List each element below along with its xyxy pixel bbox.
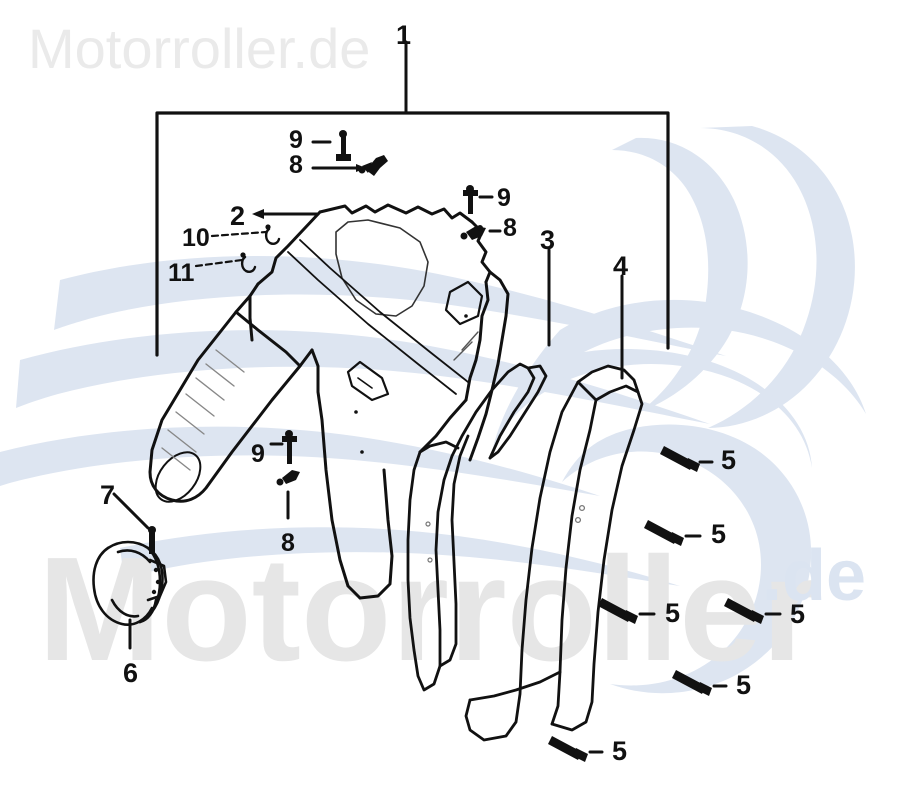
clip-10 [264, 224, 281, 245]
callout-number-5c: 5 [665, 598, 681, 628]
clip-8-lower [276, 470, 300, 486]
screw-5-d [724, 598, 764, 624]
callout-number-1: 1 [396, 20, 412, 50]
bolt-9-lower [282, 430, 297, 464]
callout-number-3: 3 [540, 225, 556, 255]
callout-number-5e: 5 [736, 670, 752, 700]
callout-number-9c: 9 [251, 440, 265, 468]
leader-line-10 [210, 230, 268, 238]
callout-number-9b: 9 [497, 184, 511, 212]
callout-number-5d: 5 [790, 599, 806, 629]
screw-5-e [672, 670, 712, 696]
callout-number-5a: 5 [721, 445, 737, 475]
callout-number-9a: 9 [289, 126, 303, 154]
callout-number-8a: 8 [289, 151, 303, 179]
assembly-bracket-1 [155, 111, 670, 357]
screw-5-f [548, 736, 588, 762]
screw-5-b [644, 520, 684, 546]
callout-number-2: 2 [230, 201, 246, 231]
hose-clamp-6 [92, 540, 168, 626]
callout-number-5b: 5 [711, 519, 727, 549]
watermark-top-text: Motorroller.de [28, 17, 370, 80]
leader-line-11 [194, 258, 244, 268]
callout-number-7: 7 [100, 480, 116, 510]
filter-cover-4 [464, 364, 644, 742]
screw-5-a [660, 446, 700, 472]
intake-tube-ribs [161, 349, 245, 471]
callout-number-4: 4 [613, 251, 629, 281]
air-box-body [148, 203, 510, 600]
clip-8-top [358, 155, 388, 176]
clip-11 [240, 252, 257, 273]
callout-number-8c: 8 [281, 529, 295, 557]
leader-line-2 [252, 209, 320, 219]
clip-8-right [460, 225, 486, 240]
callout-number-5f: 5 [612, 736, 628, 766]
callout-number-10: 10 [182, 224, 210, 252]
callout-number-8b: 8 [503, 214, 517, 242]
callout-number-11: 11 [168, 259, 195, 287]
screw-5-c [598, 598, 638, 624]
watermark-bottom-tld: .de [762, 536, 866, 616]
motorroller-swoosh-logo [0, 126, 866, 694]
callout-number-6: 6 [123, 658, 139, 688]
filter-element-3 [406, 362, 548, 692]
clamp-screw-7 [148, 526, 156, 554]
bolt-9-right [463, 185, 478, 214]
leader-line-7 [112, 492, 150, 530]
watermark-bottom-text: Motorroller [38, 527, 819, 692]
bolt-9-top [336, 130, 351, 161]
